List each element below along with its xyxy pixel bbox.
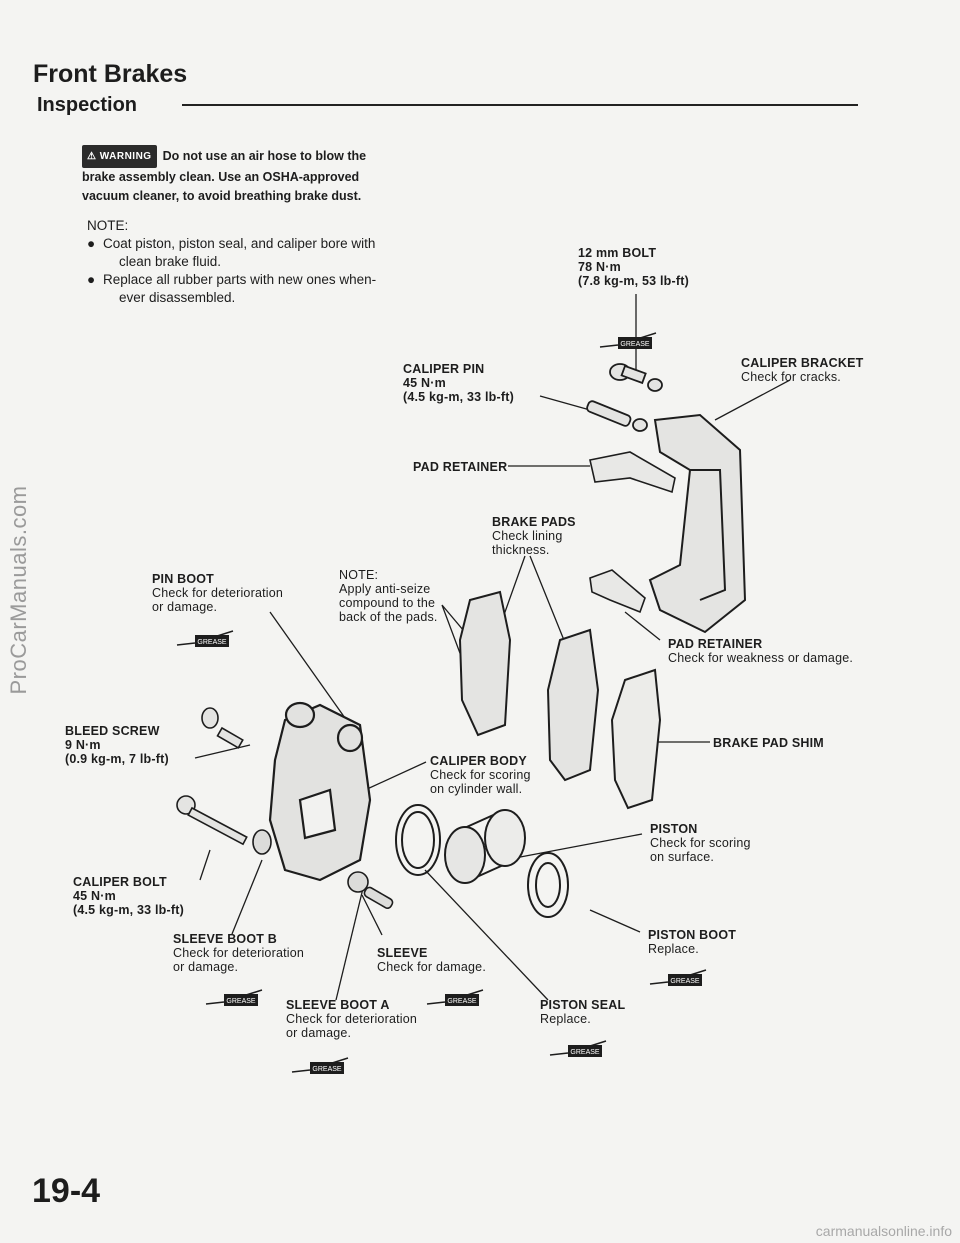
note-bullet-2: ● Replace all rubber parts with new ones… — [87, 272, 377, 305]
label-sleeve-boot-b: SLEEVE BOOT B Check for deterioration or… — [173, 932, 305, 974]
bolt-and-pin-parts — [586, 363, 663, 432]
leader-caliper-body — [364, 761, 427, 791]
svg-text:GREASE: GREASE — [447, 998, 477, 1005]
note-bullet-1: ● Coat piston, piston seal, and caliper … — [87, 236, 376, 269]
page-title: Front Brakes — [33, 60, 188, 88]
note-block: NOTE: ● Coat piston, piston seal, and ca… — [87, 217, 447, 307]
label-piston-boot: PISTON BOOT Replace. — [648, 928, 737, 956]
label-piston: PISTON Check for scoring on surface. — [650, 822, 751, 864]
leader-sleeve — [361, 894, 383, 936]
label-bleed-screw: BLEED SCREW 9 N·m (0.9 kg-m, 7 lb-ft) — [65, 724, 169, 766]
grease-icon: GREASE — [599, 332, 657, 349]
grease-icon: GREASE — [176, 630, 234, 647]
caliper-bolt-part — [176, 795, 248, 846]
leader-bleed-screw — [194, 744, 251, 759]
label-pad-retainer-top: PAD RETAINER — [413, 460, 508, 474]
warning-block: ⚠ WARNING Do not use an air hose to blow … — [82, 145, 462, 206]
warning-line3: vacuum cleaner, to avoid breathing brake… — [82, 189, 362, 203]
svg-text:GREASE: GREASE — [620, 341, 650, 348]
piston-assembly-parts — [395, 804, 569, 918]
leader-caliper-bracket — [714, 379, 791, 421]
grease-icon: GREASE — [649, 969, 707, 986]
leader-piston — [514, 833, 643, 859]
note-heading: NOTE: — [87, 218, 129, 233]
leader-piston-boot — [589, 909, 641, 933]
label-brake-pad-shim: BRAKE PAD SHIM — [713, 736, 824, 750]
label-brake-pads: BRAKE PADS Check lining thickness. — [492, 515, 576, 557]
warning-badge: ⚠ WARNING — [82, 145, 157, 168]
svg-text:GREASE: GREASE — [226, 998, 256, 1005]
pad-retainer-parts — [589, 451, 676, 614]
label-note-pads: NOTE: Apply anti-seize compound to the b… — [339, 568, 438, 624]
warning-line1: Do not use an air hose to blow the — [162, 149, 367, 163]
label-pad-retainer-bottom: PAD RETAINER Check for weakness or damag… — [668, 637, 854, 665]
leader-pin-boot — [269, 611, 346, 719]
grease-icon: GREASE — [549, 1040, 607, 1057]
caliper-bracket-part — [648, 413, 747, 634]
leader-pad-retainer-bottom — [624, 611, 661, 641]
svg-text:GREASE: GREASE — [197, 639, 227, 646]
label-12mm-bolt: 12 mm BOLT 78 N·m (7.8 kg-m, 53 lb-ft) — [578, 246, 689, 288]
label-piston-seal: PISTON SEAL Replace. — [540, 998, 626, 1026]
svg-text:GREASE: GREASE — [312, 1066, 342, 1073]
brake-pads-part — [458, 590, 600, 782]
label-pin-boot: PIN BOOT Check for deterioration or dama… — [152, 572, 284, 614]
section-title: Inspection — [37, 94, 138, 116]
leader-caliper-pin — [539, 395, 591, 411]
sleeve-parts — [252, 829, 394, 909]
brake-pad-shim-part — [610, 668, 662, 810]
caliper-body-part — [268, 701, 372, 882]
grease-icon: GREASE — [205, 989, 263, 1006]
grease-icon: GREASE — [426, 989, 484, 1006]
label-caliper-body: CALIPER BODY Check for scoring on cylind… — [430, 754, 531, 796]
watermark-vertical: ProCarManuals.com — [6, 485, 31, 695]
label-sleeve: SLEEVE Check for damage. — [377, 946, 487, 974]
label-caliper-pin: CALIPER PIN 45 N·m (4.5 kg-m, 33 lb-ft) — [403, 362, 514, 404]
grease-icon: GREASE — [291, 1057, 349, 1074]
footer-url: carmanualsonline.info — [815, 1223, 952, 1239]
label-caliper-bracket: CALIPER BRACKET Check for cracks. — [741, 356, 864, 384]
warning-line2: brake assembly clean. Use an OSHA-approv… — [82, 170, 360, 184]
leader-sleeve-boot-a — [335, 879, 366, 1001]
leader-caliper-bolt — [199, 849, 211, 881]
svg-text:GREASE: GREASE — [570, 1049, 600, 1056]
page-number: 19-4 — [32, 1172, 101, 1210]
section-rule — [182, 104, 858, 106]
svg-text:GREASE: GREASE — [670, 978, 700, 985]
label-caliper-bolt: CALIPER BOLT 45 N·m (4.5 kg-m, 33 lb-ft) — [73, 875, 184, 917]
leader-piston-seal — [424, 869, 549, 1001]
leader-sleeve-boot-b — [231, 859, 263, 935]
label-sleeve-boot-a: SLEEVE BOOT A Check for deterioration or… — [286, 998, 418, 1040]
bleed-screw-part — [201, 707, 244, 749]
